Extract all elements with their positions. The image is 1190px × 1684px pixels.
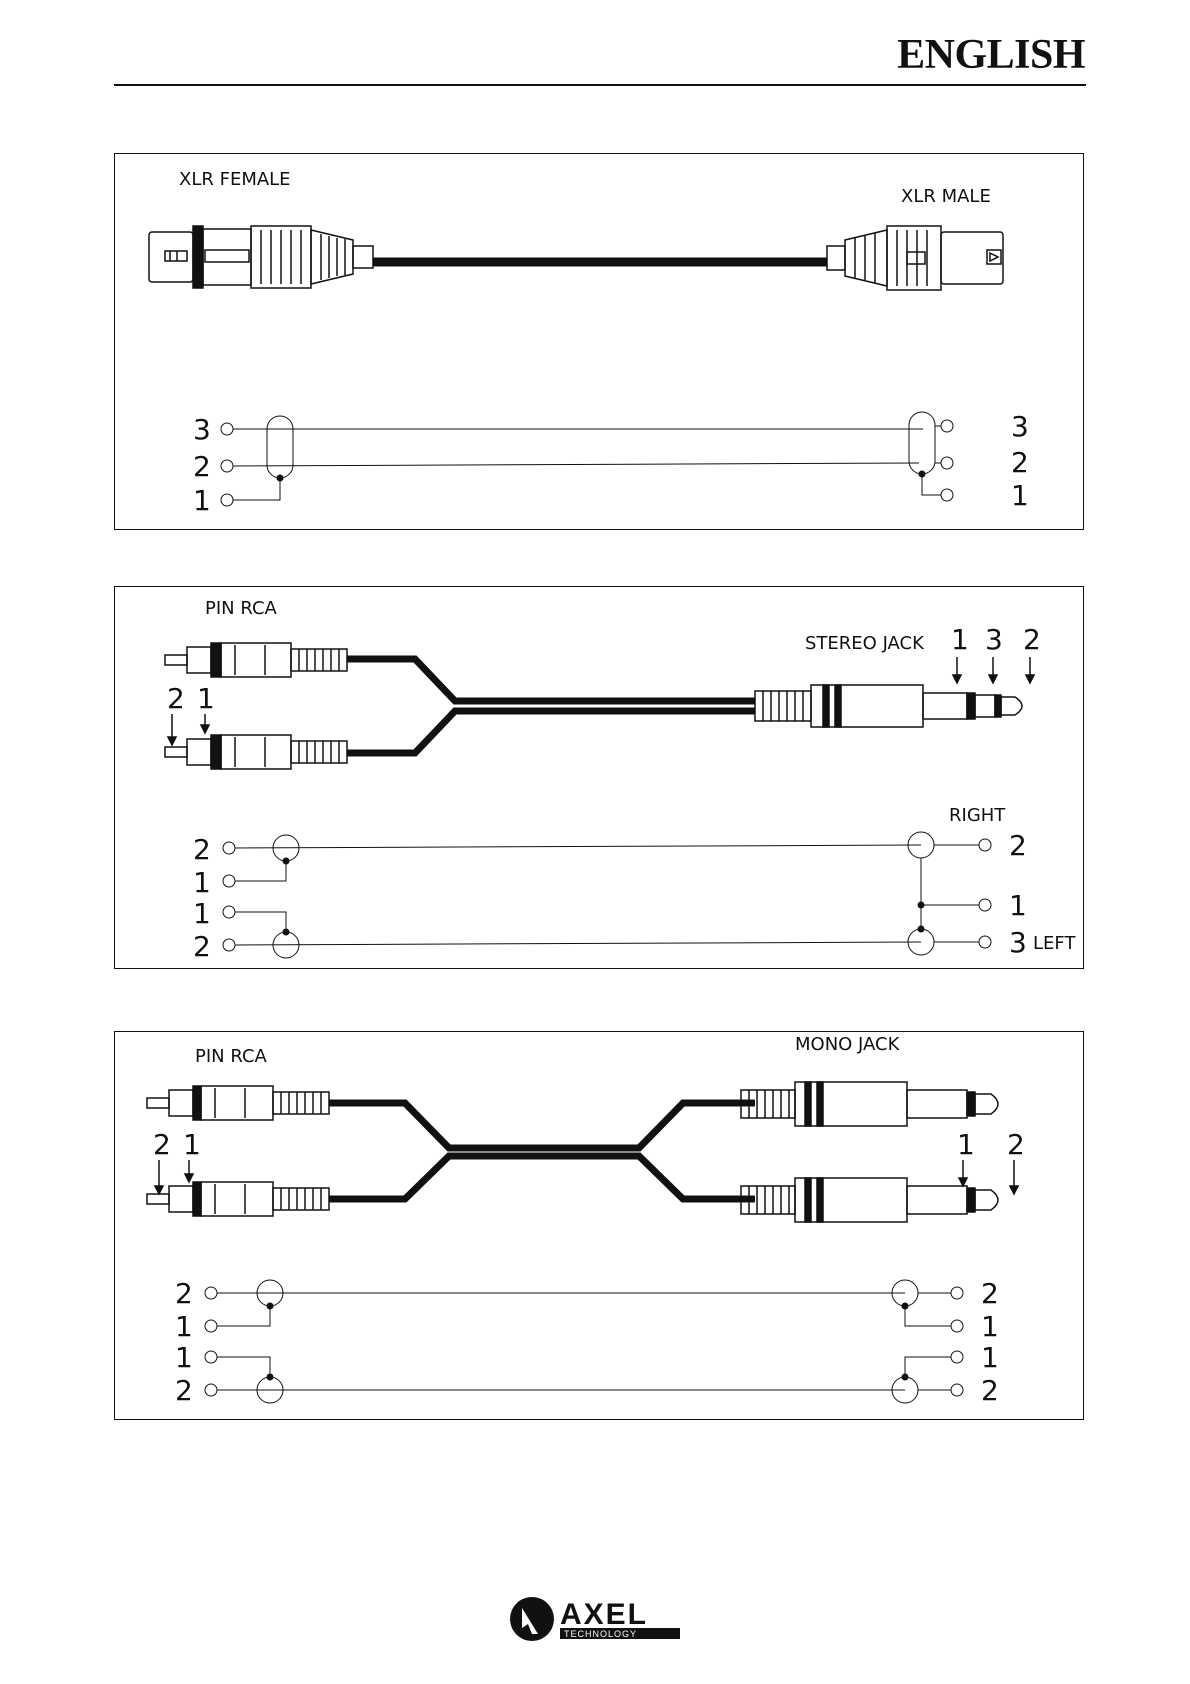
pin-terminal [951, 1320, 963, 1332]
pin-rca-label: PIN RCA [205, 598, 278, 619]
stereo-jack-label: STEREO JACK [805, 633, 925, 654]
mono-jack-plug-bottom [741, 1178, 998, 1222]
pin-number: 2 [193, 930, 211, 963]
pin-terminal [979, 839, 991, 851]
pin-terminal [205, 1287, 217, 1299]
xlr-cable-drawing: XLR FEMALE XLR MALE [115, 154, 1083, 529]
pin-terminal [951, 1351, 963, 1363]
pin-terminal [979, 899, 991, 911]
mono-wiring-schematic [205, 1280, 963, 1403]
shield-loop [267, 416, 293, 478]
pin-number: 3 [1009, 926, 1027, 959]
pin-number: 1 [981, 1341, 999, 1374]
pin-number: 2 [193, 450, 211, 483]
rca-stereo-jack-drawing: PIN RCA STEREO JACK 1 3 2 2 1 [115, 587, 1083, 968]
rca-pin-label: 1 [183, 1128, 201, 1161]
pin-terminal [951, 1384, 963, 1396]
jack-pin-label: 1 [951, 623, 969, 656]
pin-number: 3 [1011, 410, 1029, 443]
pin-number: 1 [193, 866, 211, 899]
xlr-female-label: XLR FEMALE [179, 169, 291, 190]
pin-terminal [941, 489, 953, 501]
pin-number: 2 [175, 1277, 193, 1310]
pin-number: 1 [1011, 479, 1029, 512]
xlr-male-connector [827, 226, 1003, 290]
pin-number: 1 [193, 484, 211, 517]
rca-pin-label: 2 [153, 1128, 171, 1161]
pin-terminal [979, 936, 991, 948]
pin-terminal [205, 1384, 217, 1396]
pin-terminal [221, 494, 233, 506]
rca-stereo-jack-diagram: PIN RCA STEREO JACK 1 3 2 2 1 [114, 586, 1084, 969]
logo-subword: TECHNOLOGY [564, 1629, 637, 1639]
pin-terminal [223, 875, 235, 887]
pin-number: 1 [1009, 889, 1027, 922]
pin-number: 3 [193, 413, 211, 446]
solder-dot [277, 475, 283, 481]
pin-terminal [221, 460, 233, 472]
solder-dot [919, 471, 925, 477]
xlr-cable-diagram: XLR FEMALE XLR MALE [114, 153, 1084, 530]
rca-plug-bottom [147, 1182, 329, 1216]
left-channel-label: LEFT [1033, 933, 1076, 954]
pin-number: 2 [1011, 446, 1029, 479]
pin-terminal [221, 423, 233, 435]
jack-pin-label: 2 [1023, 623, 1041, 656]
pin-terminal [205, 1320, 217, 1332]
pin-number: 2 [1009, 829, 1027, 862]
rca-plug-top [165, 643, 347, 677]
xlr-female-connector [149, 226, 373, 288]
pin-number: 1 [175, 1341, 193, 1374]
mono-jack-label: MONO JACK [795, 1034, 901, 1055]
pin-number: 2 [981, 1374, 999, 1407]
mono-jack-plug-top [741, 1082, 998, 1126]
shield-loop [909, 412, 935, 474]
logo-word: AXEL [560, 1598, 648, 1631]
logo-emblem-icon [510, 1597, 554, 1641]
pin-number: 1 [981, 1310, 999, 1343]
pin-terminal [951, 1287, 963, 1299]
pin-number: 1 [175, 1310, 193, 1343]
pin-terminal [941, 457, 953, 469]
pin-terminal [941, 420, 953, 432]
rca-stereo-cable [347, 659, 755, 753]
jack-pin-label: 1 [957, 1128, 975, 1161]
rca-pin-label: 2 [167, 682, 185, 715]
pin-terminal [223, 939, 235, 951]
pin-number: 2 [175, 1374, 193, 1407]
rca-mono-jack-diagram: PIN RCA MONO JACK 2 1 1 2 [114, 1031, 1084, 1420]
rca-mono-cable [329, 1103, 755, 1199]
axel-technology-logo: AXEL TECHNOLOGY [508, 1594, 684, 1644]
stereo-wiring-schematic [223, 832, 991, 958]
pin-terminal [223, 906, 235, 918]
pin-number: 2 [981, 1277, 999, 1310]
rca-plug-bottom [165, 735, 347, 769]
pin-terminal [223, 842, 235, 854]
rca-arrows [155, 1160, 1018, 1194]
jack-pin-label: 2 [1007, 1128, 1025, 1161]
rca-mono-jack-drawing: PIN RCA MONO JACK 2 1 1 2 [115, 1032, 1083, 1419]
page-title: ENGLISH [897, 30, 1085, 80]
rca-pin-label: 1 [197, 682, 215, 715]
jack-pin-label: 3 [985, 623, 1003, 656]
pin-terminal [205, 1351, 217, 1363]
pin-rca-label: PIN RCA [195, 1046, 268, 1067]
pin-number: 1 [193, 897, 211, 930]
right-channel-label: RIGHT [949, 805, 1006, 826]
xlr-wiring-schematic [221, 412, 953, 506]
rca-plug-top [147, 1086, 329, 1120]
stereo-jack-plug [755, 685, 1022, 727]
xlr-male-label: XLR MALE [901, 186, 991, 207]
pin-number: 2 [193, 833, 211, 866]
header-rule [114, 84, 1086, 86]
